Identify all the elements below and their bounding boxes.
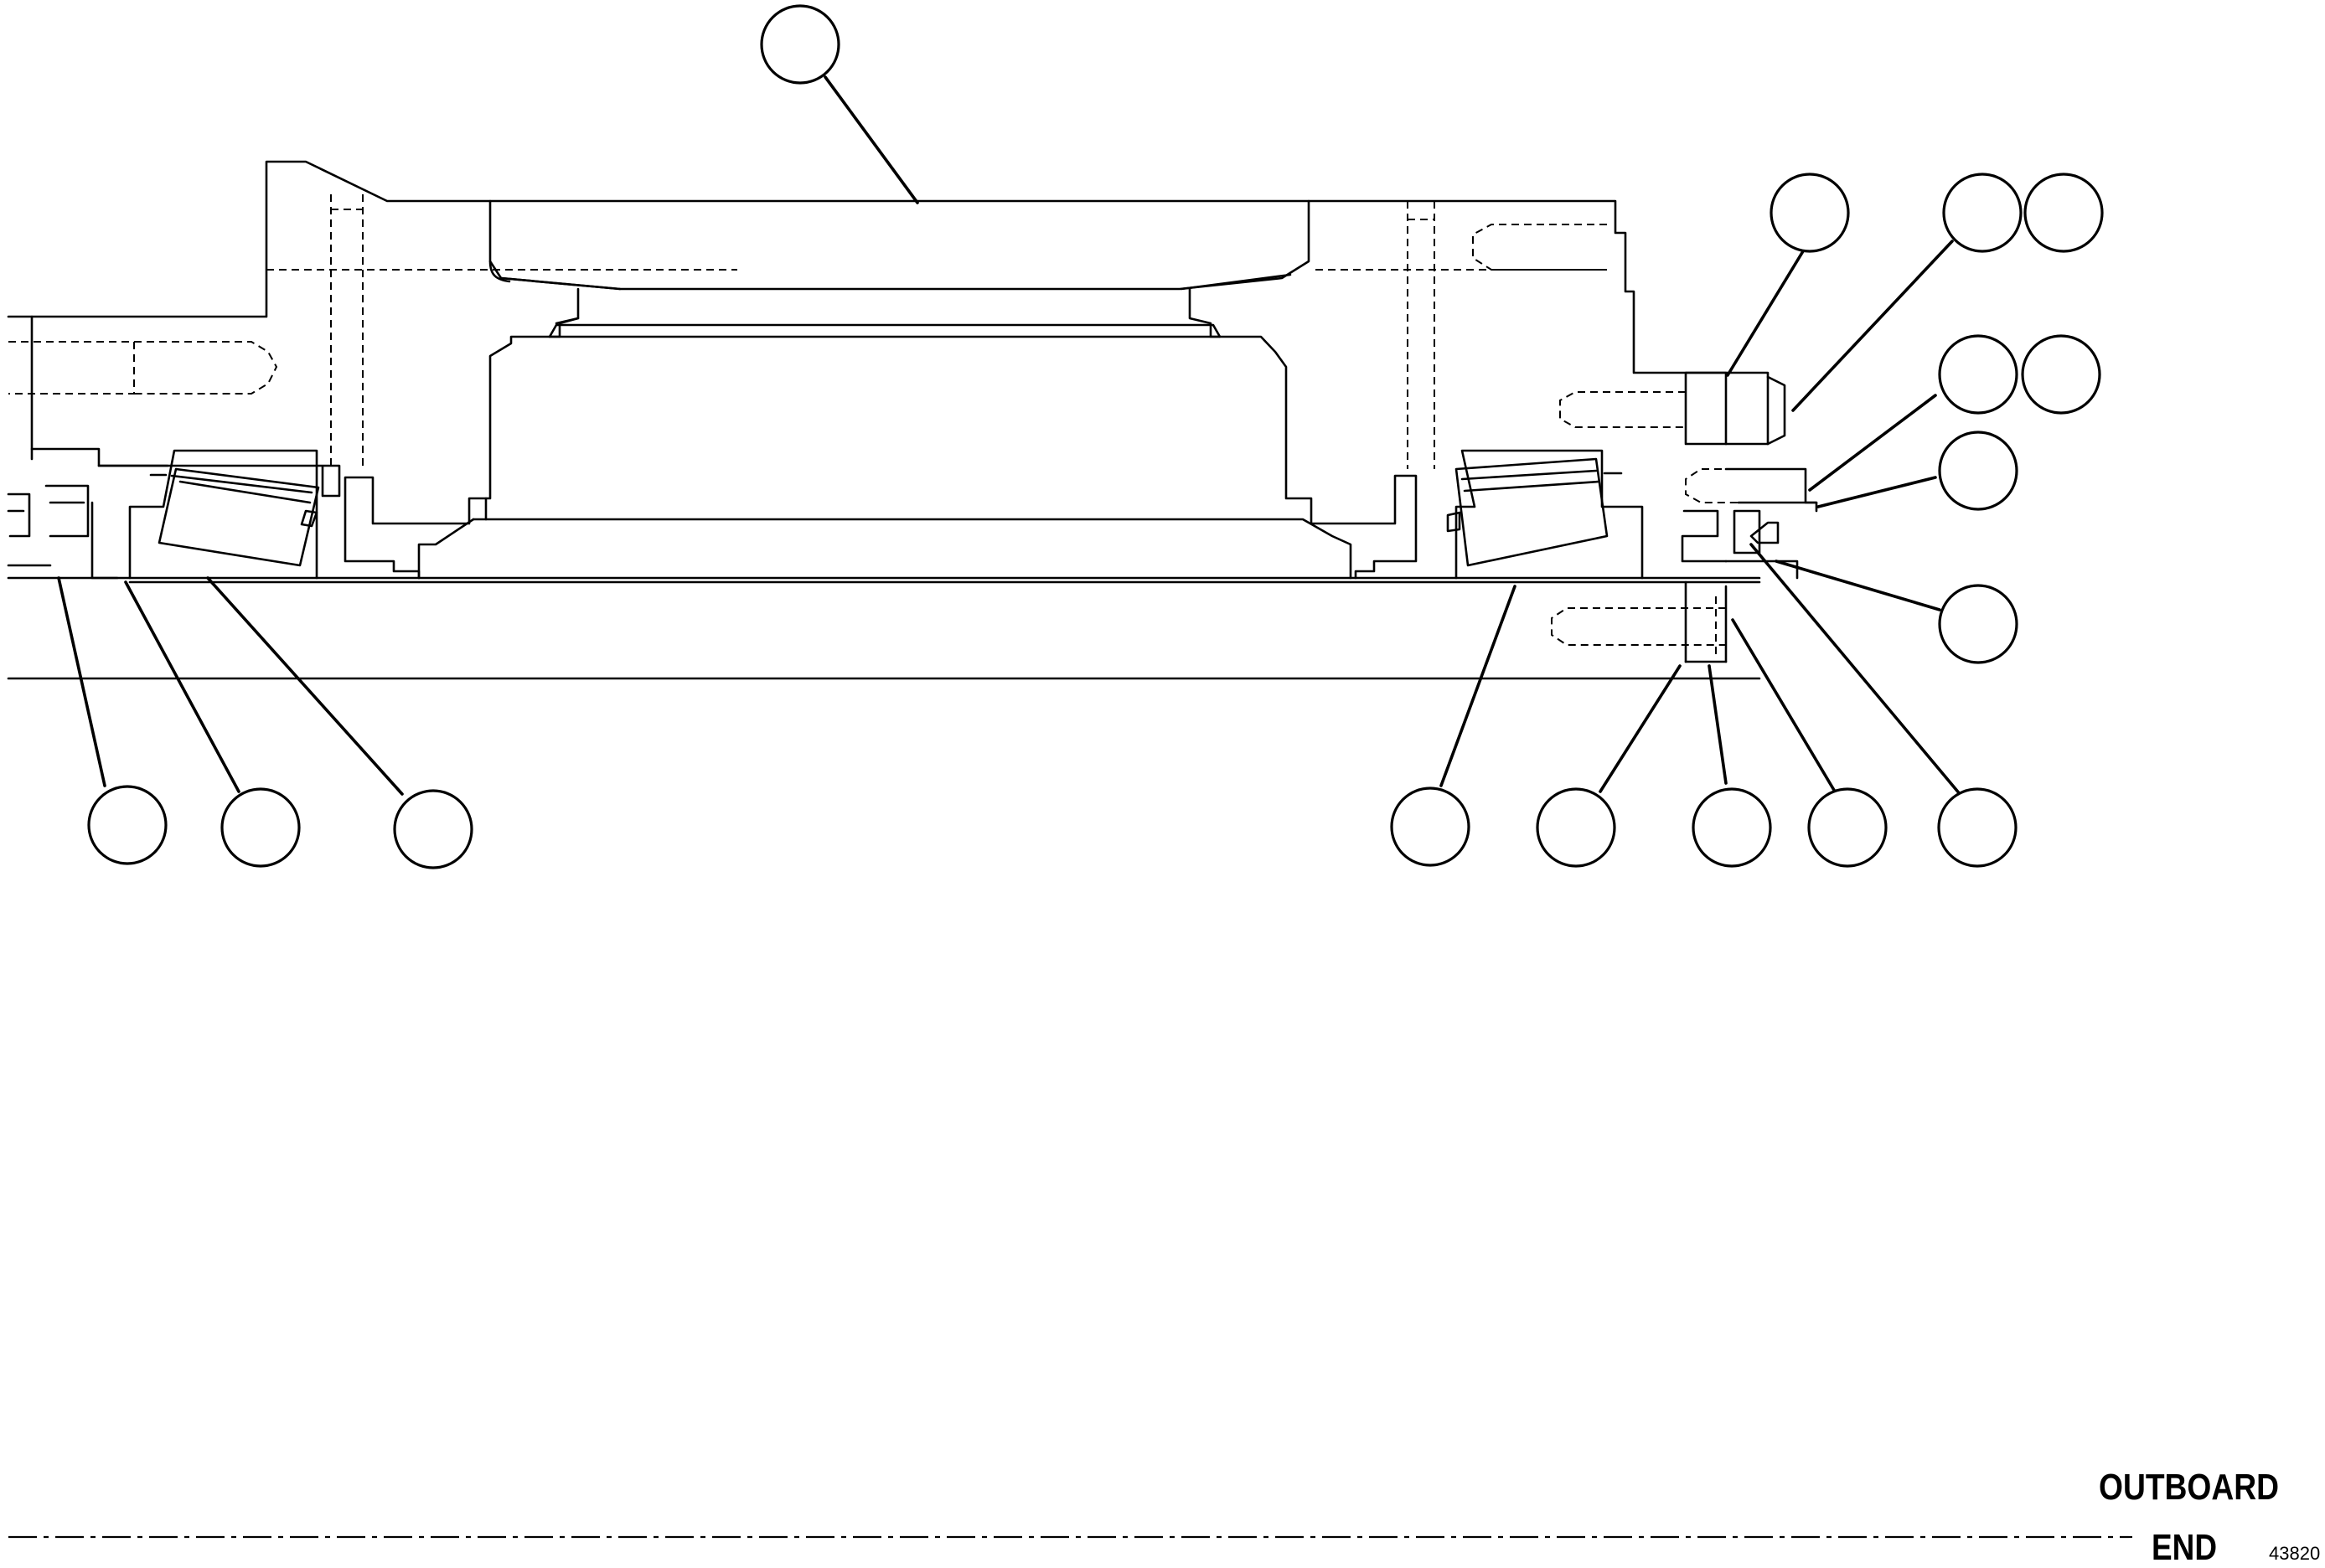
left-bearing bbox=[7, 449, 320, 580]
callout-15 bbox=[1807, 787, 1888, 868]
hidden-features bbox=[8, 194, 1785, 655]
callout-6 bbox=[2021, 334, 2101, 415]
callout-1 bbox=[760, 4, 840, 85]
housing-outline bbox=[7, 160, 1728, 498]
callout-10 bbox=[220, 787, 301, 868]
callout-9 bbox=[87, 785, 168, 865]
callout-16 bbox=[1937, 787, 2018, 868]
callout-7 bbox=[1938, 431, 2018, 511]
callout-14 bbox=[1692, 787, 1772, 868]
callout-3 bbox=[1942, 173, 2023, 253]
right-bearing bbox=[1446, 449, 1644, 580]
callout-13 bbox=[1536, 787, 1616, 868]
callout-bubbles bbox=[87, 4, 2104, 869]
leader-lines bbox=[57, 75, 1966, 802]
callout-2 bbox=[1770, 173, 1850, 253]
callout-12 bbox=[1390, 787, 1470, 867]
callout-11 bbox=[393, 789, 473, 869]
shaft bbox=[7, 564, 1761, 680]
figure-number: 43820 bbox=[2269, 1543, 2320, 1564]
end-label: END bbox=[2152, 1527, 2217, 1568]
callout-5 bbox=[1938, 334, 2018, 415]
callout-4 bbox=[2023, 173, 2104, 253]
outboard-label: OUTBOARD bbox=[2099, 1467, 2279, 1508]
wheel-profile bbox=[344, 199, 1418, 580]
end-cap-seal bbox=[1681, 371, 1818, 580]
callout-8 bbox=[1938, 584, 2018, 664]
